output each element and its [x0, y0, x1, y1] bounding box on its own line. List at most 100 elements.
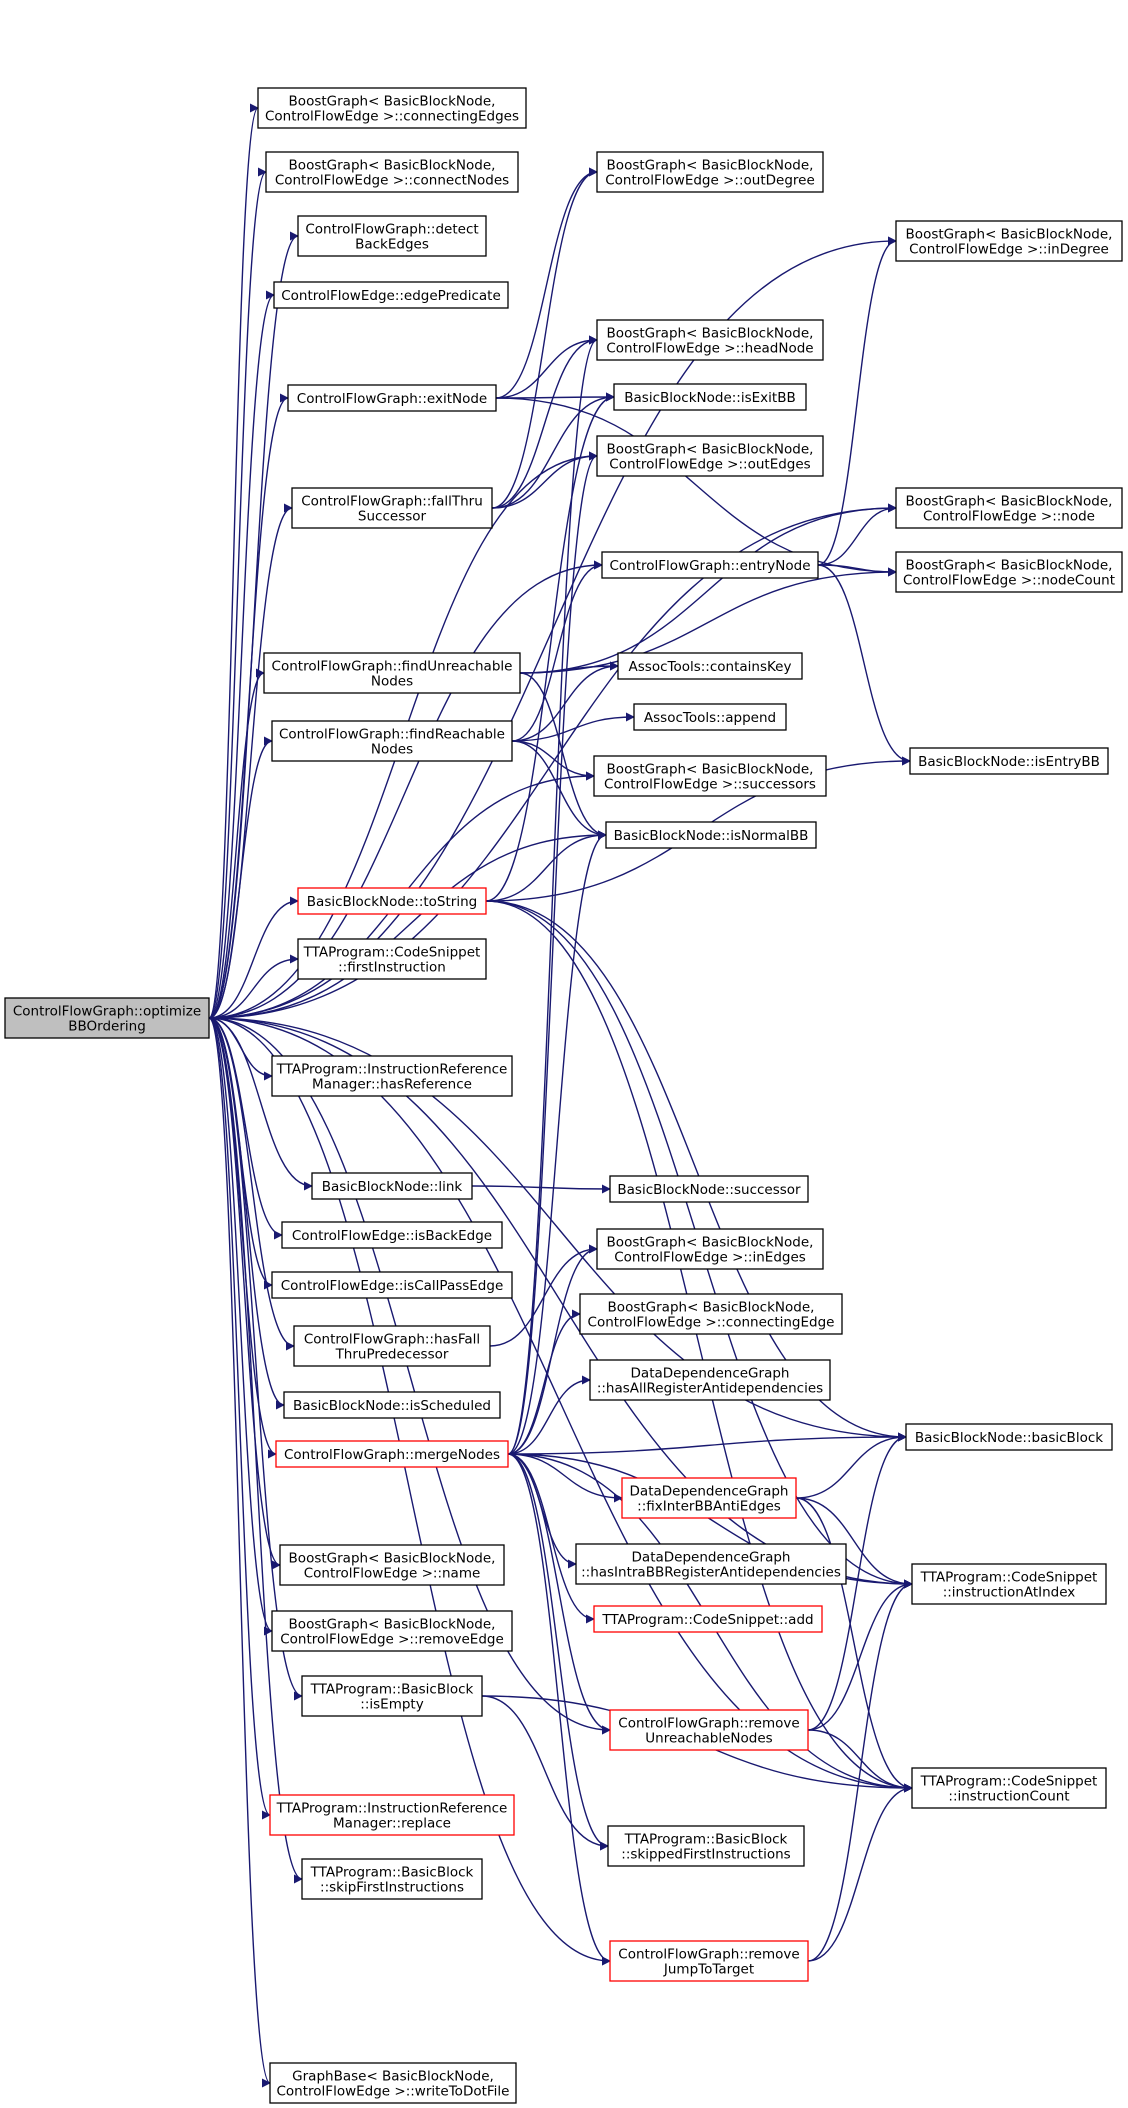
node-box-skip-first-instructions[interactable]: [301, 1858, 483, 1900]
node-box-node-count[interactable]: [895, 551, 1123, 593]
node-box-out-degree[interactable]: [596, 151, 824, 193]
node-connect-nodes[interactable]: BoostGraph< BasicBlockNode,ControlFlowEd…: [265, 151, 519, 193]
node-box-skipped-first-instructions[interactable]: [607, 1825, 805, 1867]
node-code-snippet-add[interactable]: TTAProgram::CodeSnippet::add: [593, 1605, 823, 1633]
node-box-in-degree[interactable]: [895, 220, 1123, 262]
node-is-scheduled[interactable]: BasicBlockNode::isScheduled: [283, 1391, 501, 1419]
node-is-back-edge[interactable]: ControlFlowEdge::isBackEdge: [281, 1221, 503, 1249]
node-box-detect-back-edges[interactable]: [297, 215, 487, 257]
node-box-is-call-pass-edge[interactable]: [271, 1271, 513, 1299]
node-is-empty[interactable]: TTAProgram::BasicBlock::isEmpty: [301, 1675, 483, 1717]
node-append[interactable]: AssocTools::append: [633, 703, 787, 731]
node-box-write-to-dot-file[interactable]: [269, 2062, 517, 2104]
node-box-instruction-count[interactable]: [911, 1767, 1107, 1809]
node-box-remove-unreachable-nodes[interactable]: [609, 1709, 809, 1751]
node-box-is-scheduled[interactable]: [283, 1391, 501, 1419]
node-replace[interactable]: TTAProgram::InstructionReferenceManager:…: [269, 1794, 515, 1836]
node-box-is-empty[interactable]: [301, 1675, 483, 1717]
node-box-root[interactable]: [4, 997, 210, 1039]
node-box-first-instruction[interactable]: [297, 938, 487, 980]
node-box-successor[interactable]: [609, 1175, 809, 1203]
node-head-node[interactable]: BoostGraph< BasicBlockNode,ControlFlowEd…: [596, 319, 824, 361]
node-box-out-edges[interactable]: [596, 435, 824, 477]
node-box-find-reachable-nodes[interactable]: [271, 720, 513, 762]
node-box-has-intra-bbregister-antidependencies[interactable]: [575, 1543, 847, 1585]
node-box-link[interactable]: [311, 1172, 473, 1200]
node-is-normal-bb[interactable]: BasicBlockNode::isNormalBB: [605, 821, 817, 849]
node-graph-node[interactable]: BoostGraph< BasicBlockNode,ControlFlowEd…: [895, 487, 1123, 529]
node-box-to-string[interactable]: [297, 887, 487, 915]
node-contains-key[interactable]: AssocTools::containsKey: [617, 652, 803, 680]
node-graph-name[interactable]: BoostGraph< BasicBlockNode,ControlFlowEd…: [279, 1544, 505, 1586]
node-box-basic-block[interactable]: [905, 1423, 1113, 1451]
node-box-fix-inter-bbanti-edges[interactable]: [621, 1477, 797, 1519]
node-connecting-edge[interactable]: BoostGraph< BasicBlockNode,ControlFlowEd…: [579, 1293, 843, 1335]
node-box-instruction-at-index[interactable]: [911, 1563, 1107, 1605]
node-is-entry-bb[interactable]: BasicBlockNode::isEntryBB: [909, 747, 1109, 775]
node-box-append[interactable]: [633, 703, 787, 731]
node-box-graph-node[interactable]: [895, 487, 1123, 529]
node-box-is-exit-bb[interactable]: [613, 383, 807, 411]
node-box-graph-name[interactable]: [279, 1544, 505, 1586]
node-entry-node[interactable]: ControlFlowGraph::entryNode: [601, 551, 819, 579]
node-box-replace[interactable]: [269, 1794, 515, 1836]
node-box-head-node[interactable]: [596, 319, 824, 361]
node-box-has-reference[interactable]: [271, 1055, 513, 1097]
node-box-has-all-register-antidependencies[interactable]: [589, 1359, 831, 1401]
node-instruction-at-index[interactable]: TTAProgram::CodeSnippet::instructionAtIn…: [911, 1563, 1107, 1605]
node-has-intra-bbregister-antidependencies[interactable]: DataDependenceGraph::hasIntraBBRegisterA…: [575, 1543, 847, 1585]
node-box-connecting-edges[interactable]: [257, 87, 527, 129]
node-connecting-edges[interactable]: BoostGraph< BasicBlockNode,ControlFlowEd…: [257, 87, 527, 129]
node-remove-edge[interactable]: BoostGraph< BasicBlockNode,ControlFlowEd…: [271, 1610, 513, 1652]
node-box-is-back-edge[interactable]: [281, 1221, 503, 1249]
node-has-reference[interactable]: TTAProgram::InstructionReferenceManager:…: [271, 1055, 513, 1097]
node-link[interactable]: BasicBlockNode::link: [311, 1172, 473, 1200]
node-box-remove-jump-to-target[interactable]: [609, 1940, 809, 1982]
node-out-edges[interactable]: BoostGraph< BasicBlockNode,ControlFlowEd…: [596, 435, 824, 477]
node-has-all-register-antidependencies[interactable]: DataDependenceGraph::hasAllRegisterAntid…: [589, 1359, 831, 1401]
node-box-in-edges[interactable]: [596, 1228, 824, 1270]
node-is-exit-bb[interactable]: BasicBlockNode::isExitBB: [613, 383, 807, 411]
node-skipped-first-instructions[interactable]: TTAProgram::BasicBlock::skippedFirstInst…: [607, 1825, 805, 1867]
node-box-connect-nodes[interactable]: [265, 151, 519, 193]
node-box-fall-thru-successor[interactable]: [291, 487, 493, 529]
node-to-string[interactable]: BasicBlockNode::toString: [297, 887, 487, 915]
node-box-remove-edge[interactable]: [271, 1610, 513, 1652]
node-box-merge-nodes[interactable]: [275, 1440, 509, 1468]
node-is-call-pass-edge[interactable]: ControlFlowEdge::isCallPassEdge: [271, 1271, 513, 1299]
node-fix-inter-bbanti-edges[interactable]: DataDependenceGraph::fixInterBBAntiEdges: [621, 1477, 797, 1519]
node-edge-predicate[interactable]: ControlFlowEdge::edgePredicate: [273, 281, 509, 309]
node-box-contains-key[interactable]: [617, 652, 803, 680]
node-box-connecting-edge[interactable]: [579, 1293, 843, 1335]
node-out-degree[interactable]: BoostGraph< BasicBlockNode,ControlFlowEd…: [596, 151, 824, 193]
node-successor[interactable]: BasicBlockNode::successor: [609, 1175, 809, 1203]
node-box-successors[interactable]: [593, 755, 827, 797]
node-box-find-unreachable-nodes[interactable]: [263, 652, 521, 694]
node-successors[interactable]: BoostGraph< BasicBlockNode,ControlFlowEd…: [593, 755, 827, 797]
node-box-exit-node[interactable]: [287, 384, 497, 412]
node-in-edges[interactable]: BoostGraph< BasicBlockNode,ControlFlowEd…: [596, 1228, 824, 1270]
node-box-entry-node[interactable]: [601, 551, 819, 579]
node-exit-node[interactable]: ControlFlowGraph::exitNode: [287, 384, 497, 412]
node-merge-nodes[interactable]: ControlFlowGraph::mergeNodes: [275, 1440, 509, 1468]
node-in-degree[interactable]: BoostGraph< BasicBlockNode,ControlFlowEd…: [895, 220, 1123, 262]
node-box-code-snippet-add[interactable]: [593, 1605, 823, 1633]
node-skip-first-instructions[interactable]: TTAProgram::BasicBlock::skipFirstInstruc…: [301, 1858, 483, 1900]
node-box-is-normal-bb[interactable]: [605, 821, 817, 849]
node-write-to-dot-file[interactable]: GraphBase< BasicBlockNode,ControlFlowEdg…: [269, 2062, 517, 2104]
node-instruction-count[interactable]: TTAProgram::CodeSnippet::instructionCoun…: [911, 1767, 1107, 1809]
node-node-count[interactable]: BoostGraph< BasicBlockNode,ControlFlowEd…: [895, 551, 1123, 593]
node-basic-block[interactable]: BasicBlockNode::basicBlock: [905, 1423, 1113, 1451]
node-box-has-fall-thru-predecessor[interactable]: [293, 1325, 491, 1367]
node-box-is-entry-bb[interactable]: [909, 747, 1109, 775]
node-box-edge-predicate[interactable]: [273, 281, 509, 309]
node-first-instruction[interactable]: TTAProgram::CodeSnippet::firstInstructio…: [297, 938, 487, 980]
